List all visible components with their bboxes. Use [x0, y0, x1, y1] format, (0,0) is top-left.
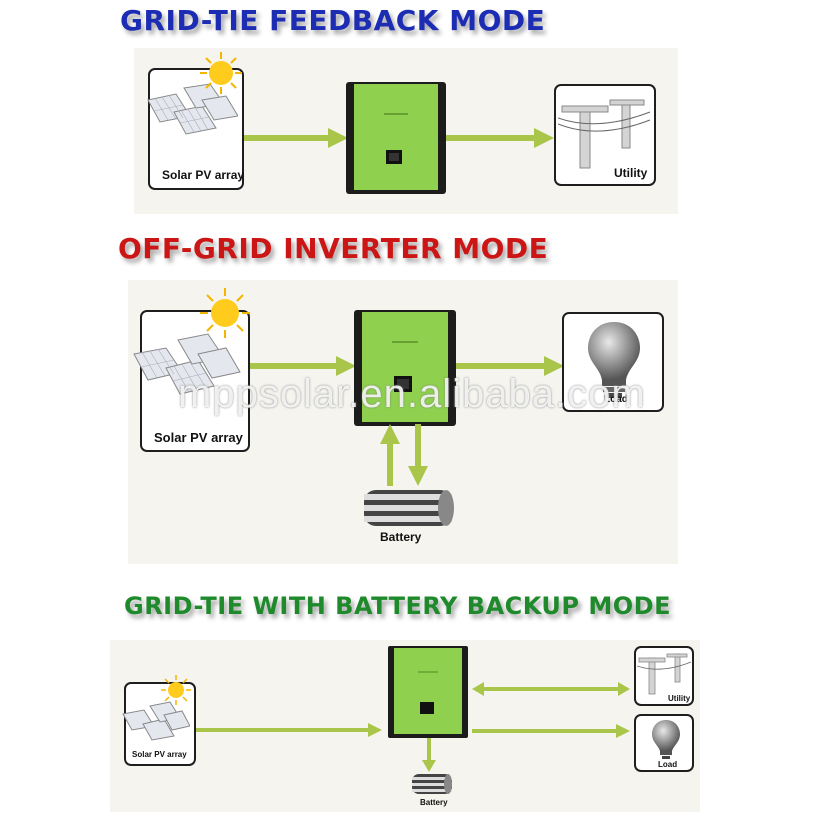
solar-pv-label: Solar PV array	[154, 430, 243, 445]
solar-pv-label: Solar PV array	[132, 750, 187, 759]
grid-tie-feedback-title: GRID-TIE FEEDBACK MODE	[120, 4, 546, 37]
utility-box: Utility	[554, 84, 656, 186]
load-label: Load	[658, 760, 678, 769]
arrow-solar-to-inverter	[244, 128, 348, 148]
arrow-solar-to-inverter	[196, 723, 382, 737]
solar-panel-icon	[133, 333, 241, 395]
solar-pv-box: Solar PV array	[133, 288, 250, 452]
inverter-unit	[346, 82, 446, 194]
arrow-inverter-to-load	[456, 356, 564, 376]
load-box: Load	[634, 714, 694, 772]
arrow-battery-to-inverter	[380, 424, 400, 486]
utility-pole-icon	[637, 653, 692, 695]
solar-pv-box: Solar PV array	[147, 52, 245, 190]
sun-icon	[200, 288, 250, 338]
battery-icon	[412, 774, 452, 794]
utility-label: Utility	[614, 166, 648, 180]
arrow-inverter-to-battery	[408, 424, 428, 486]
light-bulb-icon	[588, 322, 640, 398]
load-box: Load	[562, 312, 664, 412]
arrow-solar-to-inverter	[250, 356, 356, 376]
arrow-inverter-utility-bidirectional	[472, 682, 630, 696]
sun-icon	[200, 52, 242, 94]
inverter-unit	[354, 310, 456, 426]
sun-icon	[161, 675, 191, 705]
inverter-unit	[388, 646, 468, 738]
utility-pole-icon	[558, 99, 651, 169]
battery-label: Battery	[380, 530, 422, 544]
solar-pv-label: Solar PV array	[162, 168, 245, 182]
arrow-inverter-to-battery	[422, 738, 436, 772]
arrow-inverter-to-load	[472, 724, 630, 738]
solar-panel-icon	[122, 701, 190, 741]
utility-box: Utility	[634, 646, 694, 706]
watermark-text: mppsolar.en.alibaba.com	[178, 372, 646, 416]
off-grid-inverter-title: OFF-GRID INVERTER MODE	[118, 232, 549, 265]
grid-tie-battery-backup-title: GRID-TIE WITH BATTERY BACKUP MODE	[124, 592, 671, 620]
battery-label: Battery	[420, 798, 448, 807]
solar-pv-box: Solar PV array	[122, 675, 196, 766]
battery-icon	[364, 490, 454, 526]
load-label: Load	[604, 394, 628, 405]
light-bulb-icon	[652, 720, 680, 759]
solar-panel-icon	[147, 83, 238, 135]
arrow-inverter-to-utility	[446, 128, 554, 148]
utility-label: Utility	[668, 694, 691, 703]
